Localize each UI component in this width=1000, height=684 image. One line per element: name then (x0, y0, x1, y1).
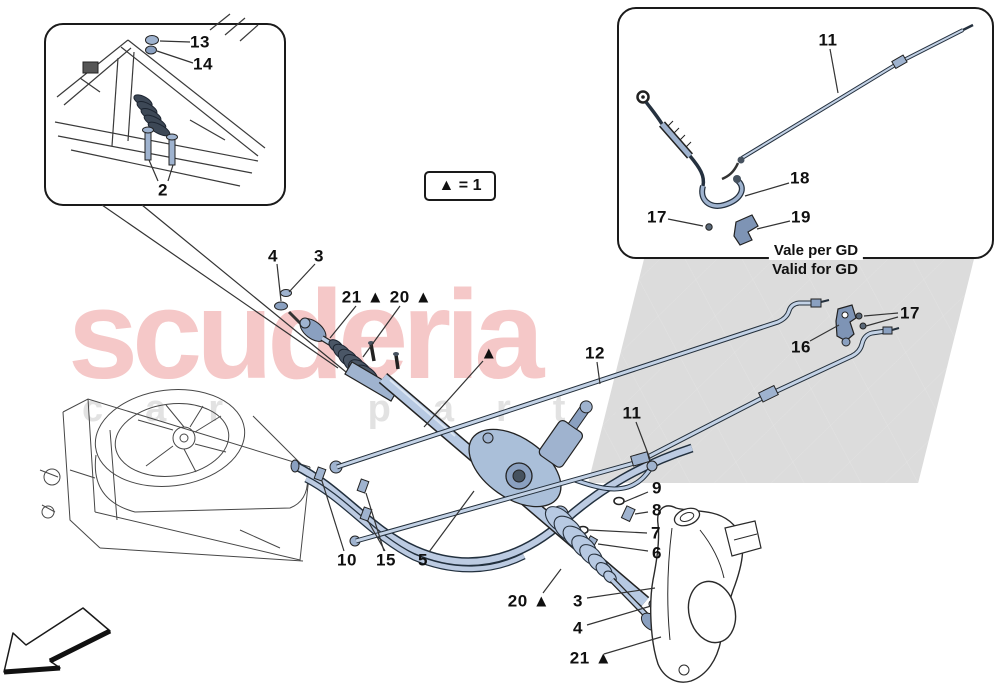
callout-label-13: 13 (190, 32, 210, 52)
callout-label-: ▲ (480, 343, 498, 363)
callout-label-12: 12 (585, 343, 605, 363)
callout-label-20: 20 ▲ (389, 287, 433, 307)
direction-arrow (3, 607, 112, 675)
hydraulic-pipes (329, 298, 900, 547)
callout-label-9: 9 (652, 478, 662, 498)
gd-note-line1: Vale per GD (768, 242, 864, 260)
callout-label-10: 10 (337, 550, 357, 570)
callout-label-4: 4 (573, 618, 583, 638)
callout-label-18: 18 (790, 168, 810, 188)
callout-label-21: 21 ▲ (569, 648, 613, 668)
leader-lines (101, 40, 899, 655)
callout-label-5: 5 (418, 550, 428, 570)
callout-label-21: 21 ▲ (341, 287, 385, 307)
inset-top-right (617, 7, 994, 259)
callout-label-7: 7 (651, 523, 661, 543)
callout-label-3: 3 (314, 246, 324, 266)
inset-top-left (44, 13, 286, 206)
triangle-legend: ▲ = 1 (424, 171, 496, 201)
callout-label-3: 3 (573, 591, 583, 611)
callout-label-20: 20 ▲ (507, 591, 551, 611)
radiator-fan-assembly (39, 388, 311, 562)
gd-note-line2: Valid for GD (772, 261, 858, 278)
callout-label-15: 15 (376, 550, 396, 570)
callout-label-17: 17 (900, 303, 920, 323)
callout-label-2: 2 (158, 180, 168, 200)
callout-label-11: 11 (818, 30, 838, 50)
callout-label-8: 8 (652, 500, 662, 520)
chassis-tubes (290, 443, 694, 573)
callout-label-16: 16 (791, 337, 811, 357)
callout-label-19: 19 (791, 207, 811, 227)
callout-label-17: 17 (647, 207, 667, 227)
checkered-flag-watermark (588, 243, 978, 483)
callout-label-4: 4 (268, 246, 278, 266)
callout-label-11: 11 (622, 403, 642, 423)
wheel-knuckle (650, 505, 762, 683)
callout-label-14: 14 (193, 54, 213, 74)
watermark-subtext: car parts (82, 388, 671, 430)
callout-label-6: 6 (652, 543, 662, 563)
